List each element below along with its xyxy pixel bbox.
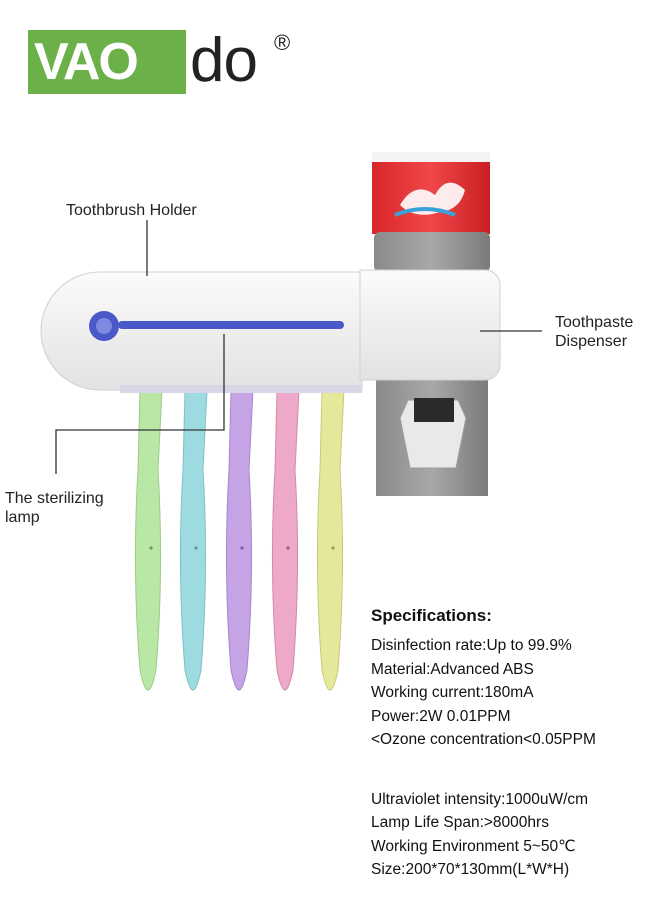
label-toothbrush-holder: Toothbrush Holder — [66, 202, 197, 219]
spec-material: Material:Advanced ABS — [371, 660, 534, 678]
spec-lamp-life: Lamp Life Span:>8000hrs — [371, 814, 549, 831]
label-toothpaste-dispenser: Toothpaste Dispenser — [555, 313, 633, 351]
toothpaste-tube — [372, 152, 490, 234]
spec-environment: Working Environment 5~50℃ — [371, 837, 576, 855]
specifications-title: Specifications: — [371, 606, 492, 625]
uv-lamp — [89, 311, 344, 341]
spec-current: Working current:180mA — [371, 684, 534, 701]
label-lamp-line1: The sterilizing — [5, 490, 104, 507]
registered-mark: ® — [274, 30, 291, 55]
spec-size: Size:200*70*130mm(L*W*H) — [371, 861, 570, 878]
toothbrushes — [134, 389, 345, 691]
spec-ozone: <Ozone concentration<0.05PPM — [371, 731, 596, 748]
dispenser-cap — [374, 232, 490, 272]
label-sterilizing-lamp: The sterilizing lamp — [5, 489, 104, 527]
spec-uv-intensity: Ultraviolet intensity:1000uW/cm — [371, 790, 589, 808]
logo-green-box: VAO — [28, 30, 186, 94]
callout-lines — [55, 220, 542, 474]
specifications: Specifications: Disinfection rate:Up to … — [371, 606, 656, 882]
label-dispenser-line1: Toothpaste — [555, 314, 634, 331]
spec-power: Power:2W 0.01PPM — [371, 707, 511, 725]
logo-box-text: VAO — [34, 33, 139, 91]
label-lamp-line2: lamp — [5, 509, 40, 526]
dispenser-nozzle — [399, 398, 467, 469]
spec-disinfection: Disinfection rate:Up to 99.9% — [371, 637, 572, 654]
logo-rest-text: do — [190, 26, 258, 95]
label-dispenser-line2: Dispenser — [555, 333, 628, 350]
spec-spacer — [371, 752, 656, 788]
brand-logo: VAO do ® — [28, 30, 308, 100]
toothbrush-holder — [40, 271, 363, 393]
dispenser-main — [359, 269, 501, 381]
